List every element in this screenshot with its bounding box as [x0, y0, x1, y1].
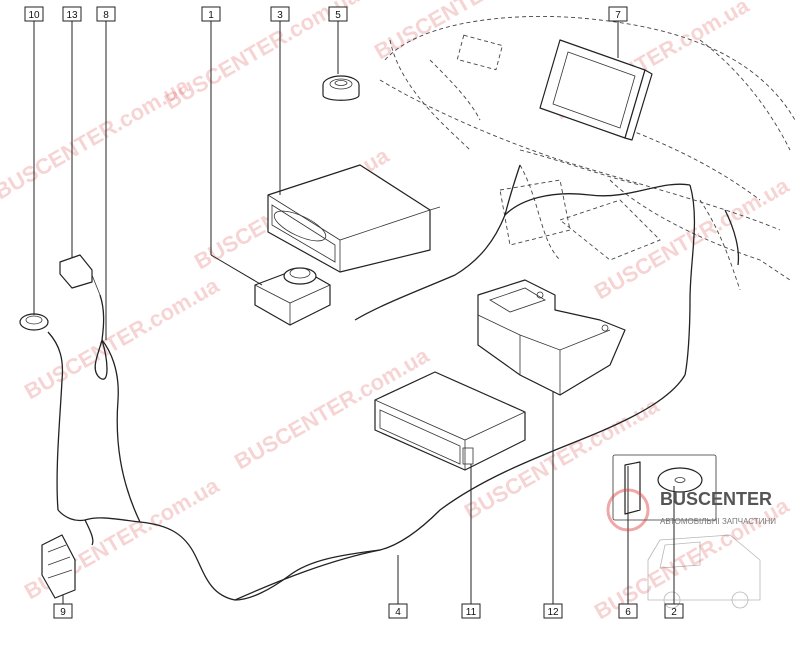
- disc-part: [612, 454, 717, 521]
- callout-12: 12: [543, 603, 563, 619]
- callout-11: 11: [461, 603, 481, 619]
- clip-part: [41, 534, 76, 599]
- connector-part: [59, 254, 101, 296]
- callout-label: 8: [103, 10, 109, 21]
- cable-harness: [47, 164, 740, 601]
- callout-label: 4: [395, 607, 401, 618]
- buscenter-logo: BUSCENTER АВТОМОБІЛЬНІ ЗАПЧАСТИНИ: [606, 488, 776, 532]
- logo-brand-text: BUSCENTER: [660, 489, 772, 509]
- callout-label: 11: [466, 607, 477, 618]
- callout-8: 8: [96, 6, 116, 22]
- callout-label: 13: [66, 10, 78, 21]
- callout-7: 7: [608, 6, 628, 22]
- display-screen-part: [539, 39, 653, 141]
- watermark-domain: BUSCENTER.com.ua: [0, 72, 194, 204]
- callout-label: 10: [28, 10, 40, 21]
- callout-3: 3: [270, 6, 290, 22]
- callout-1: 1: [201, 6, 221, 22]
- logo-tagline-text: АВТОМОБІЛЬНІ ЗАПЧАСТИНИ: [660, 517, 776, 526]
- antenna-part: [19, 313, 49, 331]
- callout-label: 9: [60, 607, 66, 618]
- speaker-part: [322, 75, 360, 101]
- cd-player-part: [267, 164, 441, 273]
- mounting-bracket-part: [477, 279, 626, 396]
- callout-label: 12: [547, 607, 559, 618]
- callout-13: 13: [62, 6, 82, 22]
- callout-label: 3: [277, 10, 283, 21]
- callout-label: 1: [208, 10, 214, 21]
- callout-5: 5: [328, 6, 348, 22]
- dashboard-outline: [379, 15, 796, 291]
- callout-9: 9: [53, 603, 73, 619]
- navigation-unit-part: [374, 371, 526, 471]
- watermark-domain: BUSCENTER.com.ua: [20, 272, 224, 404]
- callout-6: 6: [618, 603, 638, 619]
- callout-label: 2: [671, 607, 677, 618]
- callout-2: 2: [664, 603, 684, 619]
- watermark-layer: BUSCENTER.com.ua BUSCENTER.com.ua BUSCEN…: [0, 0, 794, 624]
- callout-label: 7: [615, 10, 621, 21]
- callout-10: 10: [24, 6, 44, 22]
- callout-label: 5: [335, 10, 341, 21]
- callout-4: 4: [388, 603, 408, 619]
- van-icon: [647, 534, 761, 609]
- callout-label: 6: [625, 607, 631, 618]
- leader-lines: [33, 21, 675, 604]
- watermark-domain: BUSCENTER.com.ua: [370, 0, 574, 64]
- controller-part: [254, 267, 331, 326]
